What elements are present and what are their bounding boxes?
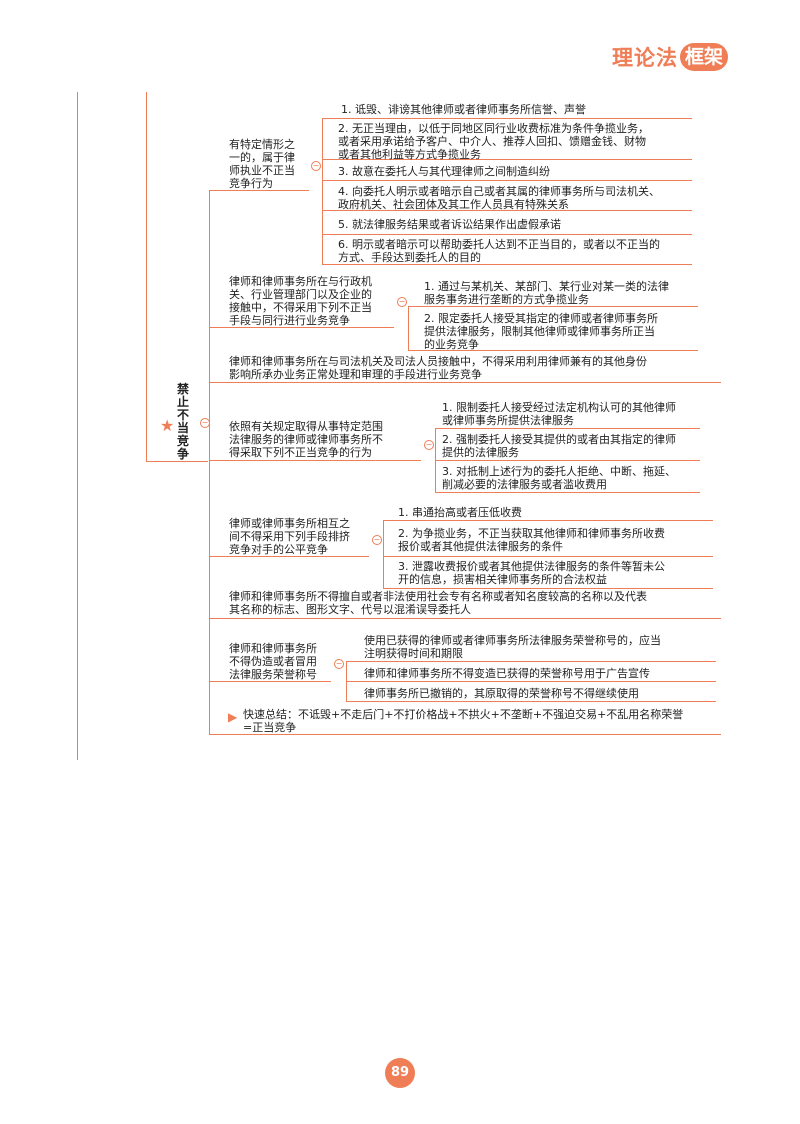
brand-badge: 框架 bbox=[680, 43, 729, 71]
branch2-underline bbox=[209, 327, 394, 328]
branch1-item-4: 4. 向委托人明示或者暗示自己或者其属的律师事务所与司法机关、 政府机关、社会团… bbox=[338, 185, 660, 211]
branch1-item-3: 3. 故意在委托人与其代理律师之间制造纠纷 bbox=[338, 165, 550, 178]
branch4-item-3: 3. 对抵制上述行为的委托人拒绝、中断、拖延、 削减必要的法律服务或者滥收费用 bbox=[442, 465, 676, 491]
margin-rule bbox=[77, 92, 78, 760]
branch7-item-3: 律师事务所已撤销的，其原取得的荣誉称号不得继续使用 bbox=[364, 687, 639, 700]
branch5-item-1: 1. 串通抬高或者压低收费 bbox=[398, 506, 522, 519]
branch6-label: 律师和律师事务所不得擅自或者非法使用社会专有名称或者知名度较高的名称以及代表 其… bbox=[229, 590, 647, 616]
branch4-label: 依照有关规定取得从事特定范围 法律服务的律师或律师事务所不 得采取下列不正当竞争… bbox=[229, 420, 383, 459]
branch4-item-1: 1. 限制委托人接受经过法定机构认可的其他律师 或律师事务所提供法律服务 bbox=[442, 401, 676, 427]
branch7-underline bbox=[209, 681, 331, 682]
branch1-item-2: 2. 无正当理由，以低于同地区同行业收费标准为条件争揽业务， 或者采用承诺给予客… bbox=[338, 122, 649, 161]
branch5-item-2: 2. 为争揽业务，不正当获取其他律师和律师事务所收费 报价或者其他提供法律服务的… bbox=[398, 527, 665, 553]
branch4-item-2: 2. 强制委托人接受其提供的或者由其指定的律师 提供的法律服务 bbox=[442, 433, 676, 459]
flag-icon: ▶ bbox=[228, 710, 238, 724]
root-label: 禁止不当竞争 bbox=[176, 382, 189, 461]
branch2-item-2: 2. 限定委托人接受其指定的律师或者律师事务所 提供法律服务，限制其他律师或律师… bbox=[424, 312, 658, 351]
trunk-line bbox=[209, 190, 210, 735]
branch1-item-6: 6. 明示或者暗示可以帮助委托人达到不正当目的，或者以不正当的 方式、手段达到委… bbox=[338, 238, 660, 264]
summary-label: 快速总结：不诋毁+不走后门+不打价格战+不拱火+不垄断+不强迫交易+不乱用名称荣… bbox=[243, 708, 684, 734]
branch5-label: 律师或律师事务所相互之 间不得采用下列手段排挤 竞争对手的公平竞争 bbox=[229, 517, 350, 556]
branch1-item-1: 1. 诋毁、诽谤其他律师或者律师事务所信誉、声誉 bbox=[341, 103, 586, 116]
branch3-label: 律师和律师事务所在与司法机关及司法人员接触中，不得采用利用律师兼有的其他身份 影… bbox=[229, 355, 647, 381]
branch2-item-1: 1. 通过与某机关、某部门、某行业对某一类的法律 服务事务进行垄断的方式争揽业务 bbox=[424, 280, 669, 306]
branch7-collapse-icon[interactable]: − bbox=[334, 659, 344, 669]
brand-logo: 理论法 框架 bbox=[612, 42, 729, 72]
branch2-bracket bbox=[408, 306, 409, 350]
star-icon: ★ bbox=[160, 416, 175, 435]
branch5-collapse-icon[interactable]: − bbox=[372, 535, 382, 545]
summary-underline bbox=[209, 734, 721, 735]
branch2-collapse-icon[interactable]: − bbox=[397, 297, 407, 307]
branch1-underline bbox=[228, 190, 308, 191]
branch7-item-1: 使用已获得的律师或者律师事务所法律服务荣誉称号的，应当 注明获得时间和期限 bbox=[364, 634, 661, 660]
branch5-bracket bbox=[383, 520, 384, 588]
branch1-bracket bbox=[322, 118, 323, 264]
branch7-item-2: 律师和律师事务所不得变造已获得的荣誉称号用于广告宣传 bbox=[364, 667, 650, 680]
branch3-underline bbox=[209, 382, 721, 383]
branch5-item-3: 3. 泄露收费报价或者其他提供法律服务的条件等暂未公 开的信息，损害相关律师事务… bbox=[398, 560, 665, 586]
branch4-underline bbox=[209, 460, 421, 461]
page-number: 89 bbox=[385, 1058, 415, 1088]
branch1-label: 有特定情形之 一的，属于律 师执业不正当 竞争行为 bbox=[229, 138, 295, 190]
branch2-label: 律师和律师事务所在与行政机 关、行业管理部门以及企业的 接触中，不得采用下列不正… bbox=[229, 275, 372, 327]
branch7-label: 律师和律师事务所 不得伪造或者冒用 法律服务荣誉称号 bbox=[229, 642, 317, 681]
brand-text: 理论法 bbox=[612, 46, 678, 70]
branch1-item-5: 5. 就法律服务结果或者诉讼结果作出虚假承诺 bbox=[338, 218, 561, 231]
branch1-collapse-icon[interactable]: − bbox=[311, 161, 321, 171]
branch4-collapse-icon[interactable]: − bbox=[424, 440, 434, 450]
branch6-underline bbox=[209, 618, 721, 619]
branch5-underline bbox=[209, 556, 369, 557]
root-connector bbox=[146, 92, 147, 462]
root-base-line bbox=[146, 461, 208, 462]
